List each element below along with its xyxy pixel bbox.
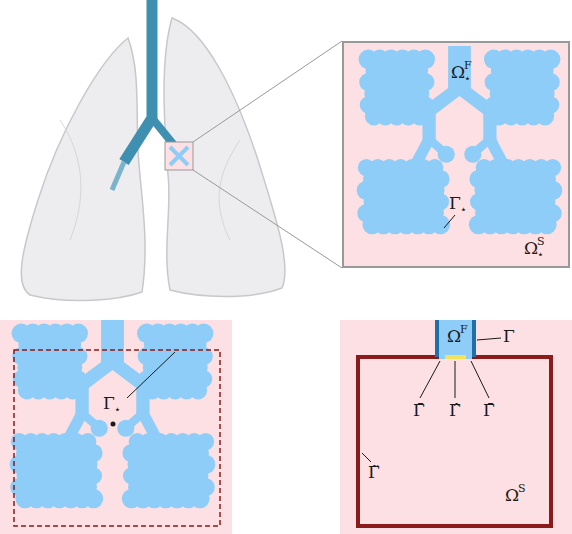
trachea	[124, 0, 152, 162]
symbol: Γ	[503, 326, 515, 346]
leader-line	[420, 361, 440, 398]
leader-line	[455, 361, 456, 398]
symbol: Γ̄	[483, 400, 495, 420]
symbol: Γ	[449, 193, 461, 213]
leader-line	[444, 215, 455, 228]
zoom-panel	[343, 42, 569, 267]
leader-line	[127, 352, 175, 398]
airway-tree	[10, 320, 216, 508]
domain-panel	[0, 320, 232, 534]
zoom-tree	[170, 147, 188, 165]
bronchus	[112, 162, 124, 190]
zoom-square	[165, 142, 193, 170]
wall-boundary	[435, 320, 439, 357]
dashed-box	[14, 350, 220, 526]
lung-right	[164, 18, 285, 297]
half-airway-tree	[112, 320, 215, 508]
symbol: Ω	[505, 485, 519, 505]
domain-panel	[340, 320, 572, 534]
symbol: Ω	[451, 62, 465, 82]
leader-line	[471, 361, 489, 398]
solid-boundary	[358, 357, 551, 526]
interface-segment	[466, 355, 472, 359]
superscript: ⋆	[537, 248, 544, 261]
wall-boundary	[472, 320, 476, 357]
half-airway-tree	[459, 46, 562, 234]
superscript: ⋆	[114, 403, 121, 416]
superscript: F	[460, 323, 468, 336]
half-airway-tree	[10, 320, 113, 508]
symbol: Ω	[524, 238, 538, 258]
leader-line	[362, 453, 371, 462]
point-marker	[111, 422, 116, 427]
superscript: ⋆	[464, 72, 471, 85]
symbol: Ω	[447, 326, 461, 346]
lung-left	[21, 38, 145, 301]
fluid-channel	[437, 320, 474, 357]
symbol: Γ̂	[449, 400, 461, 420]
inlet-segment	[445, 355, 466, 359]
half-airway-tree	[357, 46, 460, 234]
superscript: S	[537, 235, 545, 248]
symbol: Γ̄	[413, 400, 425, 420]
airway-tree	[357, 46, 563, 234]
lung-fissure	[60, 120, 81, 240]
interface-segment	[439, 355, 445, 359]
superscript: S	[518, 482, 526, 495]
zoom-line	[193, 170, 342, 268]
symbol: Γ̃	[368, 462, 380, 482]
symbol: Γ	[103, 393, 115, 413]
leader-line	[477, 338, 501, 340]
lung-fissure	[219, 140, 240, 240]
superscript: ⋆	[460, 203, 467, 216]
superscript: F	[464, 59, 472, 72]
zoom-line	[193, 41, 342, 142]
